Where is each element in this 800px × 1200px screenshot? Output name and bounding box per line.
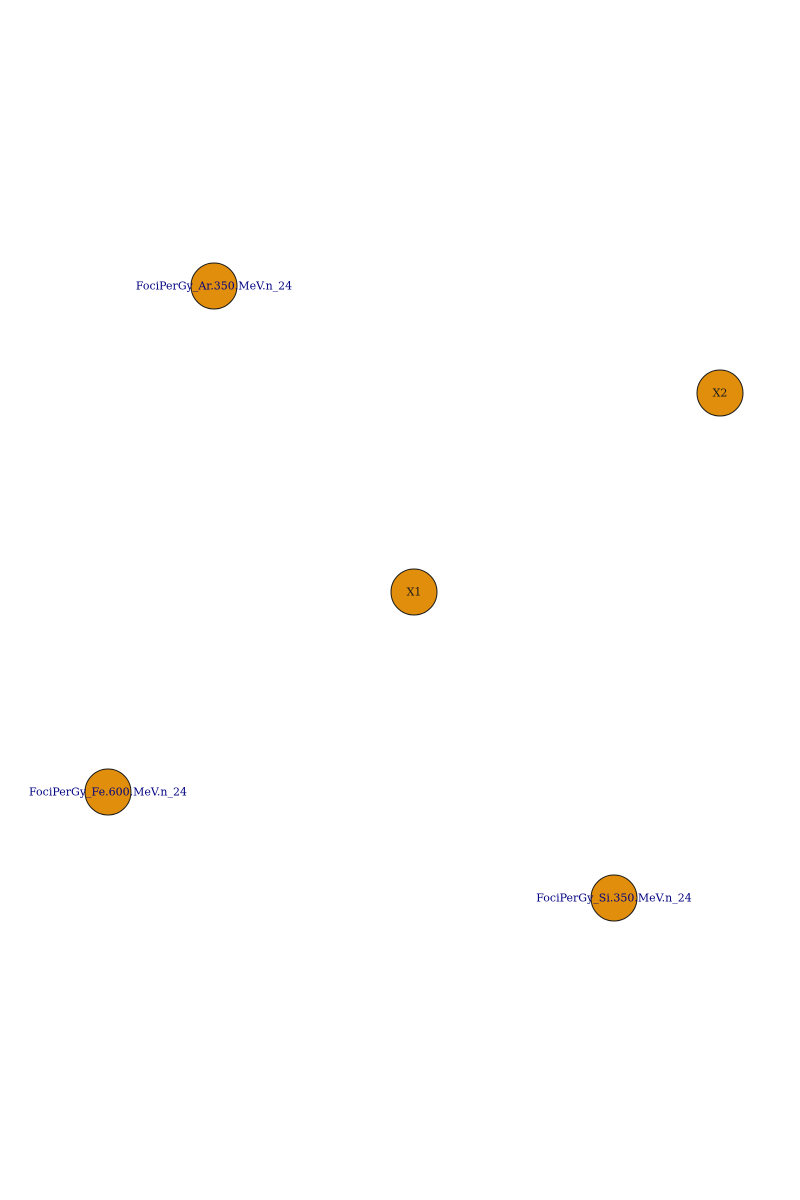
node-x1-circle <box>390 568 438 616</box>
node-x2-label: X2 <box>713 387 728 400</box>
node-fe[interactable]: FociPerGy_Fe.600.MeV.n_24 <box>29 768 187 816</box>
node-fe-circle <box>84 768 132 816</box>
node-x1[interactable]: X1 <box>390 568 438 616</box>
node-ar-label: FociPerGy_Ar.350.MeV.n_24 <box>136 280 292 293</box>
node-si-label: FociPerGy_Si.350.MeV.n_24 <box>536 892 691 905</box>
node-x1-label: X1 <box>407 586 422 599</box>
node-si[interactable]: FociPerGy_Si.350.MeV.n_24 <box>536 874 692 922</box>
node-si-circle <box>590 874 638 922</box>
node-fe-label: FociPerGy_Fe.600.MeV.n_24 <box>29 786 187 799</box>
node-x2[interactable]: X2 <box>696 369 744 417</box>
node-ar[interactable]: FociPerGy_Ar.350.MeV.n_24 <box>136 262 292 310</box>
node-ar-circle <box>190 262 238 310</box>
node-x2-circle <box>696 369 744 417</box>
